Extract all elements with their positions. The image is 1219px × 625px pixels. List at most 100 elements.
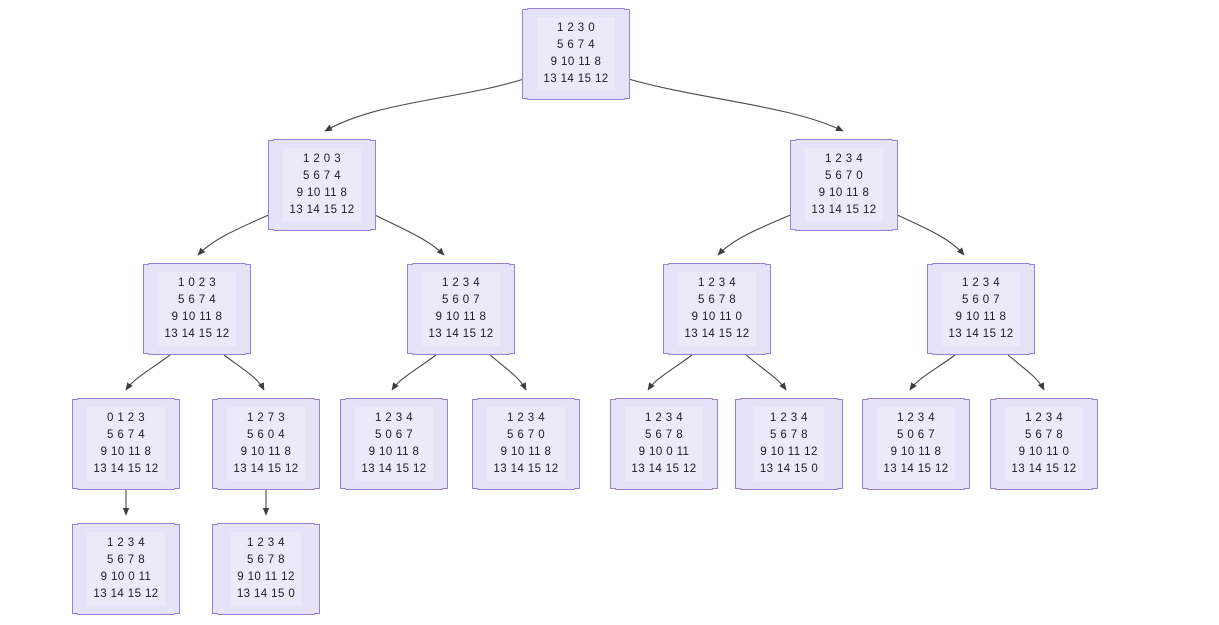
- tree-edge: [909, 354, 956, 391]
- node-grid-row: 9 10 11 8: [890, 446, 942, 458]
- tree-node[interactable]: 1 2 0 3 5 6 7 4 9 10 11 8 13 14 15 12: [268, 139, 376, 231]
- tree-edge: [125, 354, 171, 391]
- node-grid-row: 1 2 3 4: [507, 412, 545, 424]
- node-grid-row: 13 14 15 0: [236, 588, 296, 600]
- tree-node[interactable]: 1 2 3 4 5 6 0 7 9 10 11 8 13 14 15 12: [407, 263, 515, 355]
- node-grid: 1 2 3 4 5 6 7 8 9 10 0 11 13 14 15 12: [625, 407, 703, 481]
- node-grid-row: 5 6 7 8: [247, 554, 285, 566]
- node-grid-row: 9 10 11 8: [955, 311, 1007, 323]
- node-grid-row: 9 10 11 8: [550, 56, 602, 68]
- node-grid-row: 5 6 7 4: [557, 39, 595, 51]
- node-grid: 1 2 3 4 5 6 7 8 9 10 11 12 13 14 15 0: [753, 407, 825, 481]
- node-grid-row: 5 6 7 8: [645, 429, 683, 441]
- node-grid: 1 2 3 4 5 6 0 7 9 10 11 8 13 14 15 12: [422, 272, 500, 346]
- node-grid-row: 13 14 15 12: [164, 328, 230, 340]
- node-grid-row: 5 6 0 4: [247, 429, 285, 441]
- node-grid-row: 9 10 0 11: [638, 446, 690, 458]
- tree-node[interactable]: 1 2 3 4 5 6 0 7 9 10 11 8 13 14 15 12: [927, 263, 1035, 355]
- node-grid-row: 9 10 11 12: [760, 446, 818, 458]
- node-grid-row: 5 6 7 8: [770, 429, 808, 441]
- node-grid-row: 5 6 7 8: [1025, 429, 1063, 441]
- node-grid-row: 1 0 2 3: [178, 277, 216, 289]
- node-grid-row: 1 2 3 4: [698, 277, 736, 289]
- node-grid-row: 1 2 3 4: [825, 153, 863, 165]
- tree-node[interactable]: 1 2 3 4 5 6 7 8 9 10 11 12 13 14 15 0: [735, 398, 843, 490]
- tree-edge: [489, 354, 527, 391]
- node-grid-row: 5 0 6 7: [897, 429, 935, 441]
- node-grid-row: 9 10 11 12: [237, 571, 295, 583]
- node-grid-row: 9 10 11 8: [296, 187, 348, 199]
- node-grid-row: 5 0 6 7: [375, 429, 413, 441]
- node-grid-row: 13 14 15 12: [428, 328, 494, 340]
- node-grid-row: 9 10 11 0: [1018, 446, 1070, 458]
- node-grid-row: 5 6 7 4: [107, 429, 145, 441]
- node-grid-row: 5 6 7 4: [303, 170, 341, 182]
- tree-edge: [745, 354, 787, 391]
- tree-edge: [892, 212, 965, 256]
- node-grid-row: 1 2 0 3: [303, 153, 341, 165]
- tree-edge: [624, 77, 844, 132]
- node-grid-row: 5 6 0 7: [442, 294, 480, 306]
- node-grid-row: 13 14 15 12: [289, 204, 355, 216]
- tree-node[interactable]: 1 2 3 0 5 6 7 4 9 10 11 8 13 14 15 12: [522, 8, 630, 100]
- node-grid-row: 1 2 3 0: [557, 22, 595, 34]
- node-grid-row: 5 6 7 0: [825, 170, 863, 182]
- node-grid-row: 5 6 7 4: [178, 294, 216, 306]
- node-grid-row: 9 10 11 8: [368, 446, 420, 458]
- node-grid-row: 9 10 11 0: [691, 311, 743, 323]
- tree-edge: [370, 212, 445, 256]
- node-grid-row: 1 2 3 4: [645, 412, 683, 424]
- tree-node[interactable]: 1 2 3 4 5 6 7 8 9 10 0 11 13 14 15 12: [610, 398, 718, 490]
- node-grid-row: 5 6 0 7: [962, 294, 1000, 306]
- node-grid-row: 13 14 15 0: [759, 463, 819, 475]
- tree-node[interactable]: 1 2 3 4 5 6 7 8 9 10 11 0 13 14 15 12: [990, 398, 1098, 490]
- node-grid: 0 1 2 3 5 6 7 4 9 10 11 8 13 14 15 12: [87, 407, 165, 481]
- node-grid-row: 13 14 15 12: [93, 588, 159, 600]
- tree-edge: [1007, 354, 1045, 391]
- tree-edge: [647, 354, 693, 391]
- node-grid-row: 1 2 3 4: [442, 277, 480, 289]
- node-grid-row: 13 14 15 12: [93, 463, 159, 475]
- tree-edge: [391, 354, 437, 391]
- node-grid-row: 13 14 15 12: [543, 73, 609, 85]
- node-grid-row: 9 10 11 8: [240, 446, 292, 458]
- tree-edge: [223, 354, 265, 391]
- node-grid-row: 5 6 7 0: [507, 429, 545, 441]
- node-grid-row: 9 10 11 8: [435, 311, 487, 323]
- node-grid-row: 13 14 15 12: [361, 463, 427, 475]
- node-grid: 1 2 3 4 5 6 0 7 9 10 11 8 13 14 15 12: [942, 272, 1020, 346]
- node-grid-row: 9 10 11 8: [100, 446, 152, 458]
- node-grid-row: 13 14 15 12: [1011, 463, 1077, 475]
- tree-edge: [197, 212, 274, 256]
- node-grid-row: 1 2 3 4: [1025, 412, 1063, 424]
- node-grid-row: 1 2 3 4: [962, 277, 1000, 289]
- node-grid-row: 13 14 15 12: [233, 463, 299, 475]
- node-grid-row: 9 10 0 11: [100, 571, 152, 583]
- node-grid-row: 9 10 11 8: [818, 187, 870, 199]
- node-grid-row: 1 2 3 4: [770, 412, 808, 424]
- tree-edge: [717, 212, 796, 256]
- node-grid-row: 0 1 2 3: [107, 412, 145, 424]
- node-grid-row: 13 14 15 12: [948, 328, 1014, 340]
- tree-node[interactable]: 0 1 2 3 5 6 7 4 9 10 11 8 13 14 15 12: [72, 398, 180, 490]
- node-grid-row: 13 14 15 12: [631, 463, 697, 475]
